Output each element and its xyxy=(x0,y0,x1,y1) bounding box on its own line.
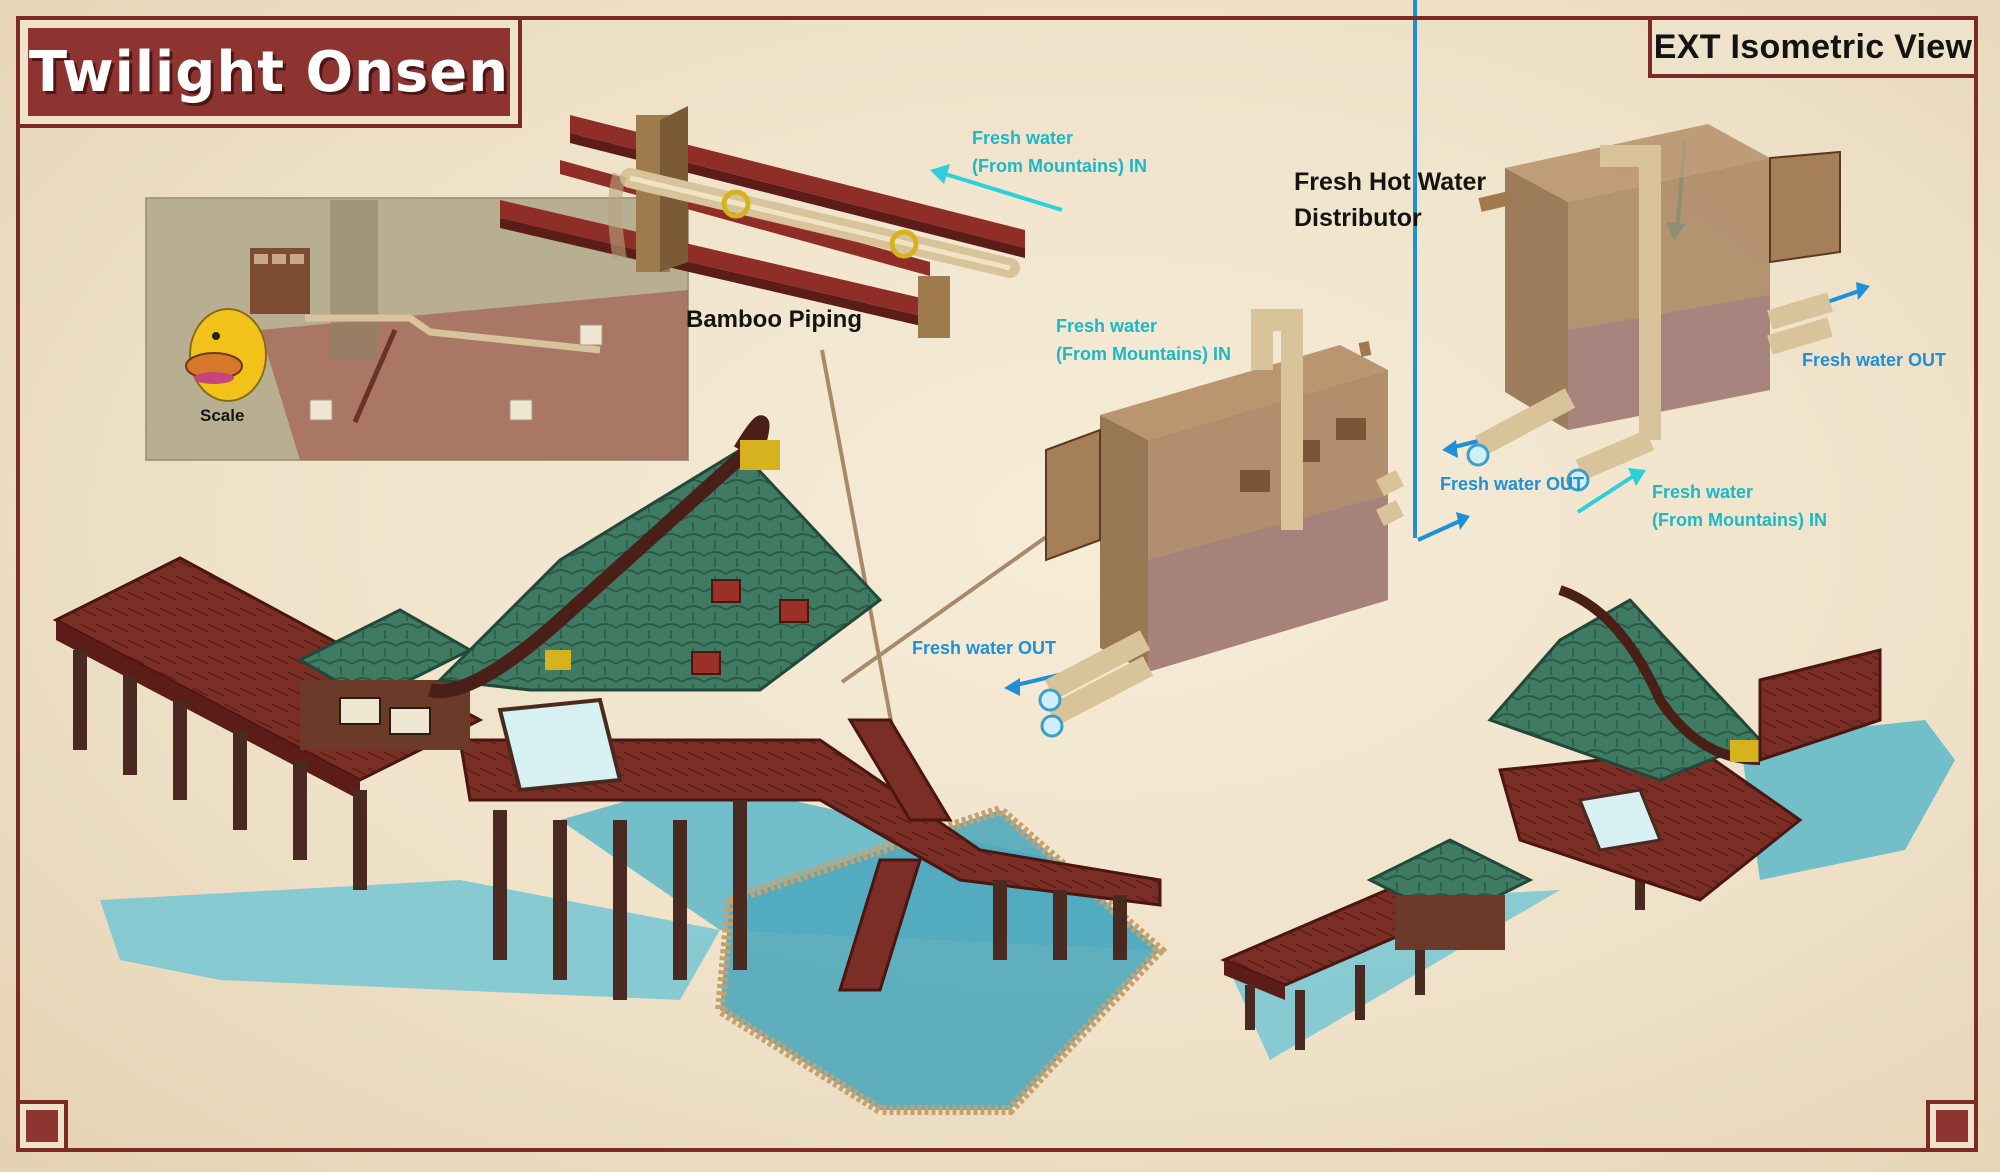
duck-scale-figure xyxy=(185,308,267,402)
onsen-building-main xyxy=(52,415,1168,1115)
distributor-label: Fresh Hot Water Distributor xyxy=(1294,168,1487,232)
fresh-water-in-label: Fresh water (From Mountains) IN xyxy=(1056,316,1231,364)
view-label: EXT Isometric View xyxy=(1653,27,1973,66)
bamboo-beam-illustration xyxy=(500,106,1025,338)
arrow-icon xyxy=(1004,0,1870,696)
fresh-water-in-label: Fresh water (From Mountains) IN xyxy=(972,128,1147,176)
bamboo-piping-label: Bamboo Piping xyxy=(686,306,862,333)
title-banner: Twilight Onsen xyxy=(16,16,522,128)
distributor-box-left xyxy=(1038,309,1405,738)
fresh-water-in-label: Fresh water (From Mountains) IN xyxy=(1652,482,1827,530)
onsen-building-small xyxy=(1220,585,1955,1060)
corner-ornament xyxy=(16,1100,68,1152)
view-label-box: EXT Isometric View xyxy=(1648,16,1978,78)
distributor-box-right xyxy=(1466,124,1841,492)
corner-ornament xyxy=(1926,1100,1978,1152)
fresh-water-out-label: Fresh water OUT xyxy=(1440,474,1585,494)
fresh-water-out-label: Fresh water OUT xyxy=(1802,350,1947,370)
scale-label: Scale xyxy=(200,406,245,425)
fresh-water-out-label: Fresh water OUT xyxy=(912,638,1057,658)
page-frame xyxy=(16,16,1978,1152)
page-title: Twilight Onsen xyxy=(28,39,510,105)
